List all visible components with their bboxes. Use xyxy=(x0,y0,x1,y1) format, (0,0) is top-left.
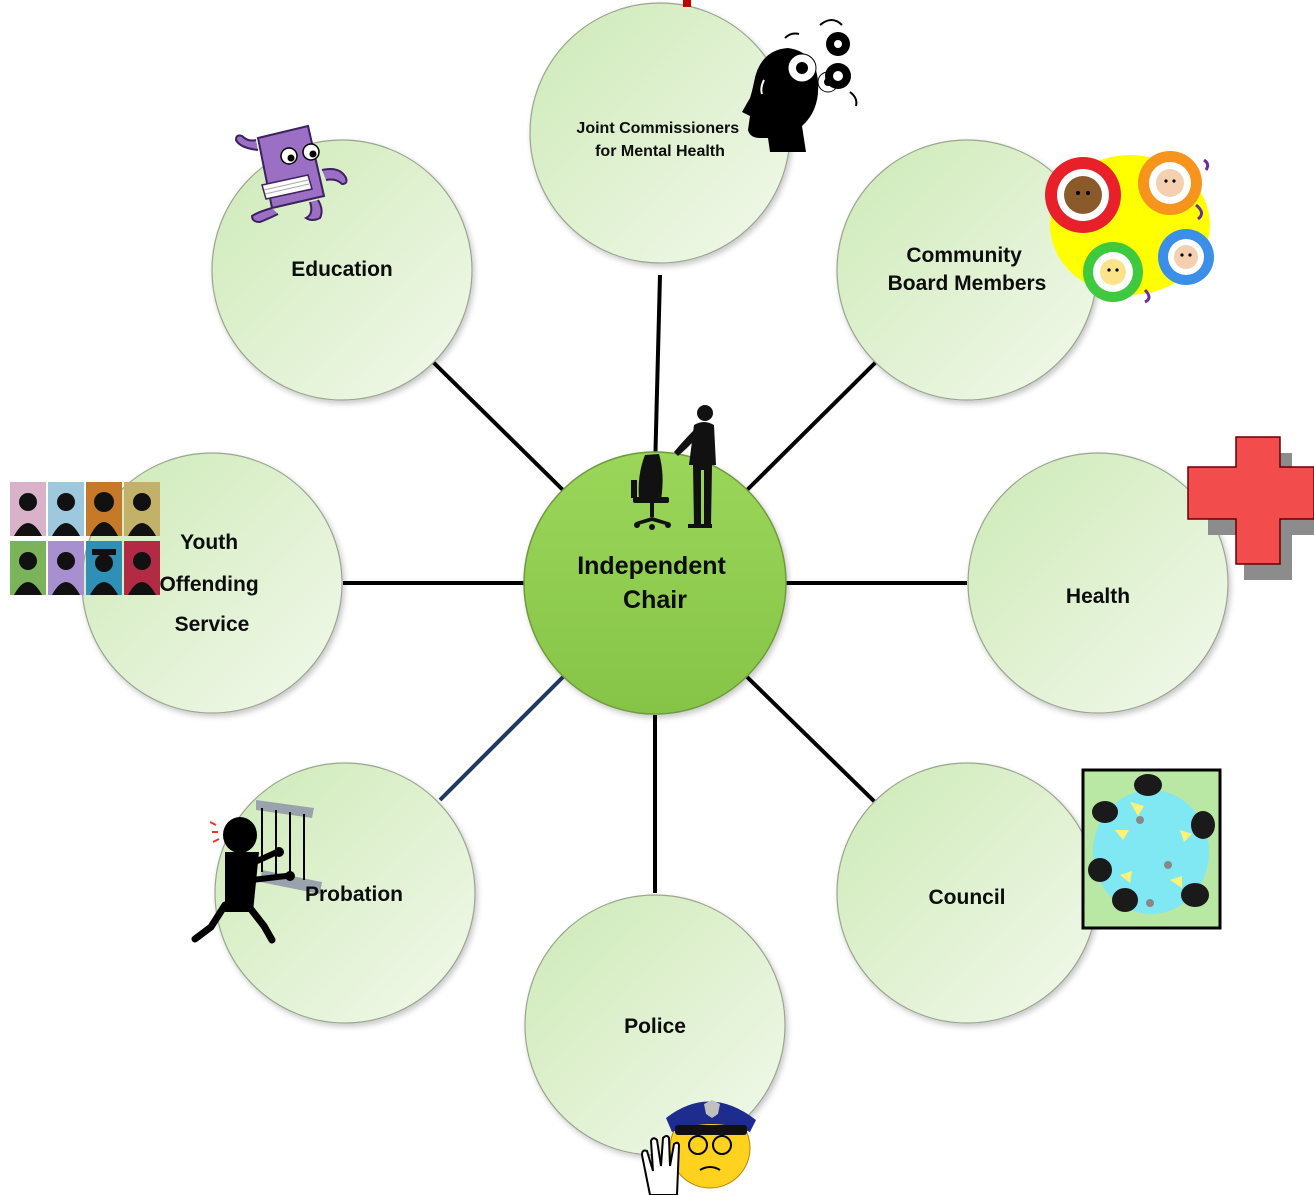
red-cross-icon xyxy=(1187,436,1314,580)
node-police: Police xyxy=(524,894,786,1156)
connector-education xyxy=(431,360,567,494)
hub-label: Independent Chair xyxy=(577,552,733,614)
executive-with-chair-icon xyxy=(631,405,716,530)
node-label-council: Council xyxy=(929,886,1006,909)
connectors xyxy=(343,274,967,893)
node-label-youth-offending-service: Youth Offending Service xyxy=(160,531,265,636)
connector-joint-commissioners xyxy=(653,274,662,471)
node-label-community-board-members: Community Board Members xyxy=(888,244,1047,295)
book-character-icon xyxy=(234,124,348,224)
node-health: Health xyxy=(967,452,1229,714)
connector-community-board xyxy=(743,358,880,494)
red-marker-icon xyxy=(683,0,691,7)
node-label-education: Education xyxy=(291,258,393,281)
node-label-probation: Probation xyxy=(305,883,403,906)
hub-independent-chair: Independent Chair xyxy=(523,405,787,715)
node-label-police: Police xyxy=(624,1015,686,1038)
prisoner-behind-bars-icon xyxy=(191,800,322,944)
node-joint-commissioners: Joint Commissioners for Mental Health xyxy=(529,2,791,264)
head-with-gears-icon xyxy=(742,19,858,152)
connector-council xyxy=(743,673,880,807)
round-table-meeting-icon xyxy=(1081,768,1222,930)
silhouette-portraits-icon xyxy=(10,482,160,595)
node-probation xyxy=(214,762,476,1024)
node-council: Council xyxy=(836,762,1098,1024)
connector-probation xyxy=(438,673,567,802)
people-in-gears-icon xyxy=(1045,151,1214,304)
node-label-joint-commissioners: Joint Commissioners for Mental Health xyxy=(576,120,743,160)
police-officer-icon xyxy=(640,1100,756,1195)
node-label-health: Health xyxy=(1066,585,1130,608)
